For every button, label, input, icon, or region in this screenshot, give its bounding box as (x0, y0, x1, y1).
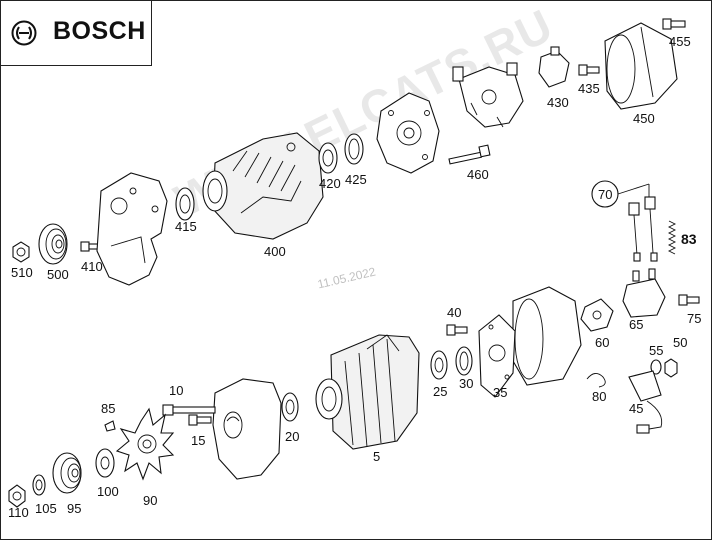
part-55-washer[interactable] (650, 359, 662, 375)
part-70-brush-set[interactable] (591, 180, 658, 262)
callout-60: 60 (595, 335, 609, 350)
callout-460: 460 (467, 167, 489, 182)
part-50-nut[interactable] (664, 358, 678, 378)
part-30-ring[interactable] (455, 346, 473, 376)
callout-420: 420 (319, 176, 341, 191)
part-45-regulator[interactable] (628, 370, 663, 434)
callout-100: 100 (97, 484, 119, 499)
callout-40: 40 (447, 305, 461, 320)
part-85-key[interactable] (104, 420, 116, 432)
part-450-rear-cover[interactable] (604, 22, 678, 110)
part-415-bearing[interactable] (175, 187, 195, 221)
callout-425: 425 (345, 172, 367, 187)
callout-30: 30 (459, 376, 473, 391)
callout-455: 455 (669, 34, 691, 49)
callout-110: 110 (8, 505, 29, 520)
part-15-screw[interactable] (188, 414, 212, 426)
callout-83: 83 (681, 231, 697, 247)
callout-95: 95 (67, 501, 81, 516)
part-460-bolt[interactable] (448, 144, 491, 165)
callout-510: 510 (11, 265, 33, 280)
part-400-rotor-assembly[interactable] (202, 132, 324, 240)
part-95-pulley[interactable] (52, 452, 82, 494)
part-65-brush-holder[interactable] (622, 268, 666, 318)
callout-80: 80 (592, 389, 606, 404)
callout-45: 45 (629, 401, 643, 416)
brand-logo-box: BOSCH (1, 1, 152, 66)
part-500-pulley[interactable] (38, 223, 68, 265)
bosch-armature-icon (11, 20, 37, 46)
callout-500: 500 (47, 267, 69, 282)
callout-10: 10 (169, 383, 183, 398)
rear-housing-upper[interactable] (376, 92, 440, 174)
part-435-screw[interactable] (578, 64, 600, 76)
callout-85: 85 (101, 401, 115, 416)
rectifier-bridge[interactable] (452, 62, 524, 128)
part-420-bearing[interactable] (318, 142, 338, 174)
callout-90: 90 (143, 493, 157, 508)
part-35-cover[interactable] (512, 286, 582, 386)
part-75-screw[interactable] (678, 294, 700, 306)
callout-5: 5 (373, 449, 380, 464)
callout-105: 105 (35, 501, 57, 516)
callout-65: 65 (629, 317, 643, 332)
part-510-nut[interactable] (12, 241, 30, 263)
callout-435: 435 (578, 81, 600, 96)
callout-35: 35 (493, 385, 507, 400)
callout-450: 450 (633, 111, 655, 126)
part-430-regulator[interactable] (538, 46, 570, 88)
callout-415: 415 (175, 219, 197, 234)
part-455-screw[interactable] (662, 18, 686, 30)
part-80-clip[interactable] (586, 373, 606, 388)
brand-name: BOSCH (53, 17, 146, 45)
callout-75: 75 (687, 311, 701, 326)
callout-20: 20 (285, 429, 299, 444)
part-40-screw[interactable] (446, 324, 468, 336)
part-110-nut[interactable] (8, 484, 26, 508)
part-60-bracket[interactable] (580, 298, 614, 332)
part-100-spacer[interactable] (95, 448, 115, 478)
callout-410: 410 (81, 259, 103, 274)
part-20-bearing[interactable] (281, 392, 299, 422)
front-housing-lower[interactable] (212, 378, 282, 480)
part-425-ring[interactable] (344, 133, 364, 165)
front-housing[interactable] (96, 172, 168, 286)
rear-plate-lower[interactable] (478, 314, 516, 398)
callout-25: 25 (433, 384, 447, 399)
callout-15: 15 (191, 433, 205, 448)
callout-50: 50 (673, 335, 687, 350)
callout-70: 70 (598, 187, 612, 202)
part-5-alternator-core[interactable] (315, 334, 420, 450)
callout-430: 430 (547, 95, 569, 110)
part-10-bolt[interactable] (162, 404, 216, 416)
part-83-springs[interactable] (667, 220, 677, 255)
callout-55: 55 (649, 343, 663, 358)
part-25-bearing[interactable] (430, 350, 448, 380)
callout-400: 400 (264, 244, 286, 259)
part-105-washer[interactable] (32, 474, 46, 496)
part-90-fan[interactable] (115, 407, 175, 481)
